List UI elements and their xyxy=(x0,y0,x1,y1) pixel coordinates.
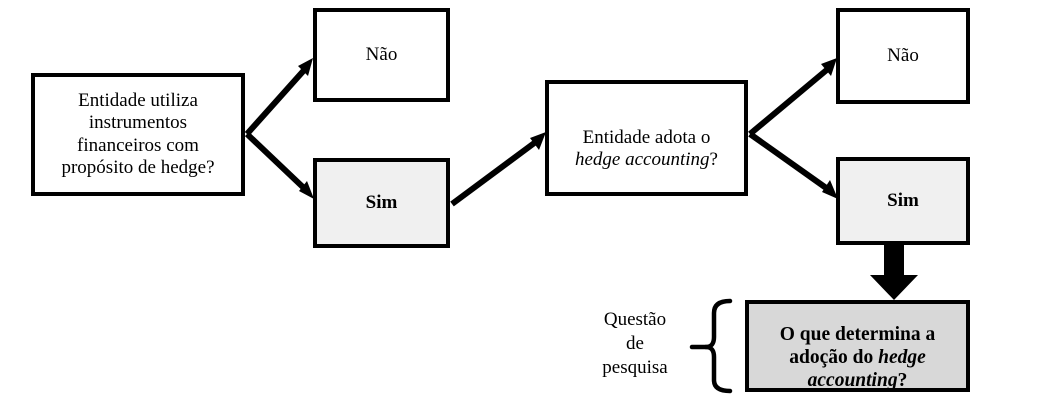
edge-q2-to-no xyxy=(748,58,837,137)
node-answer-no-1[interactable]: Não xyxy=(313,8,450,102)
research-question-label: Questão de pesquisa xyxy=(602,309,668,378)
node-answer-no-1-text: Não xyxy=(365,43,398,65)
node-answer-no-2[interactable]: Não xyxy=(836,8,970,104)
node-answer-no-2-text: Não xyxy=(887,44,919,66)
node-research-question-text-before: O que determina a adoção do xyxy=(779,324,936,368)
edge-yes-to-q2 xyxy=(450,132,546,207)
node-question-1-text: Entidade utiliza instrumentos financeiro… xyxy=(61,89,215,178)
node-question-1[interactable]: Entidade utiliza instrumentos financeiro… xyxy=(31,73,245,196)
node-research-question-text-italic: hedge accounting xyxy=(807,347,926,391)
node-research-question-text-after: ? xyxy=(897,370,908,391)
node-question-2-text-after: ? xyxy=(709,149,718,171)
edge-yes-to-final xyxy=(870,243,918,300)
node-question-2[interactable]: Entidade adota o hedge accounting? xyxy=(545,80,748,196)
node-answer-yes-1-text: Sim xyxy=(365,191,398,213)
node-research-question[interactable]: O que determina a adoção do hedge accoun… xyxy=(745,300,970,392)
node-question-2-text: Entidade adota o hedge accounting? xyxy=(569,104,724,171)
node-research-question-text: O que determina a adoção do hedge accoun… xyxy=(774,300,941,392)
edge-q2-to-yes xyxy=(748,131,838,199)
research-brace xyxy=(689,298,733,394)
edge-q1-to-yes xyxy=(244,131,314,199)
node-question-2-text-italic: hedge accounting xyxy=(575,149,710,171)
edge-q1-to-no xyxy=(244,58,313,136)
node-answer-yes-2[interactable]: Sim xyxy=(836,157,970,245)
node-answer-yes-2-text: Sim xyxy=(887,189,919,211)
node-question-2-text-before: Entidade adota o xyxy=(582,126,711,148)
node-answer-yes-1[interactable]: Sim xyxy=(313,158,450,248)
